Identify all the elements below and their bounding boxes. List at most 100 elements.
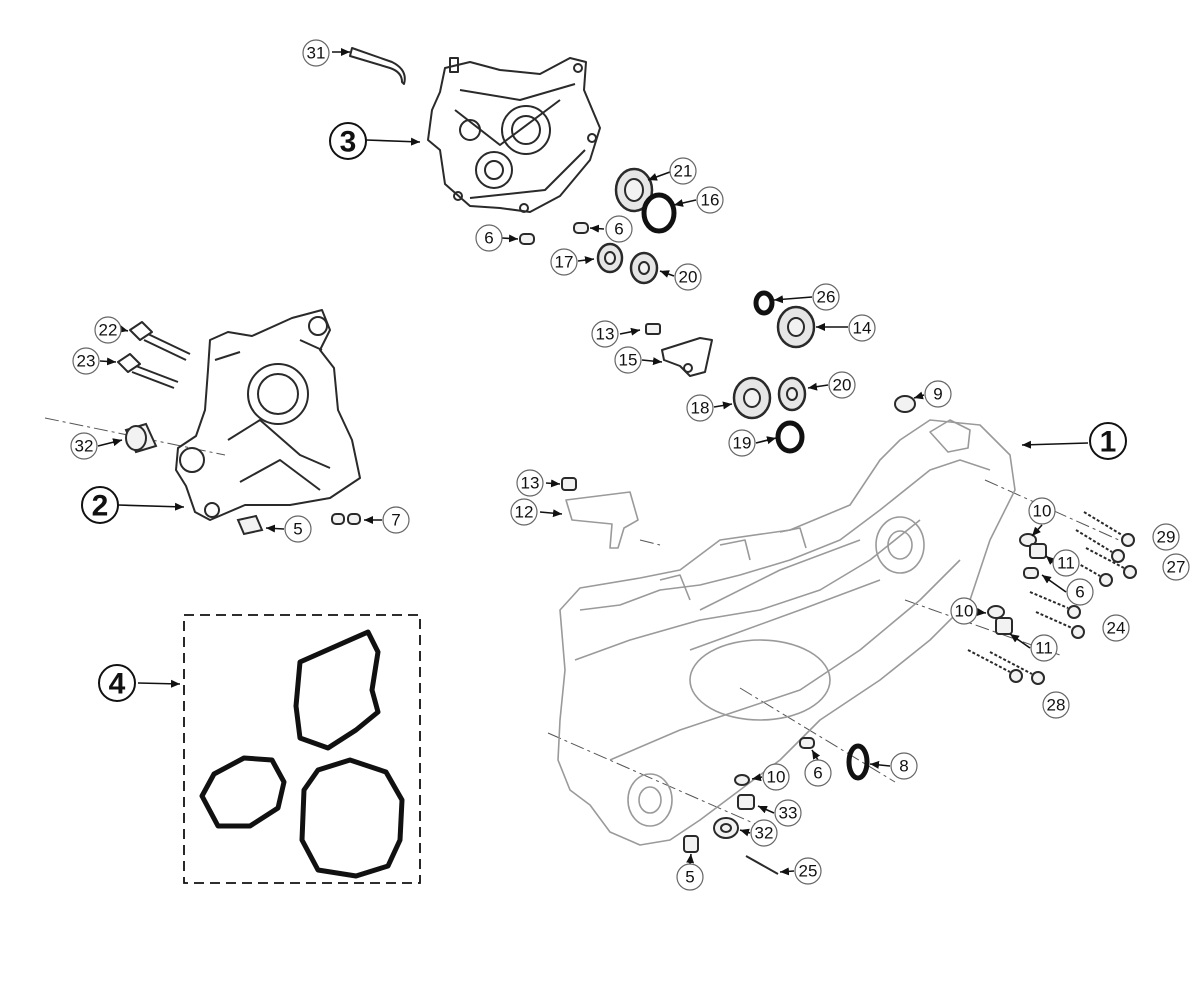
svg-text:6: 6 [1075,583,1084,602]
svg-text:10: 10 [1033,502,1052,521]
callout-25: 25 [794,857,822,885]
dowel-pin-6a-part [519,233,535,245]
long-bolts-29-27-part [1071,511,1137,587]
callout-21: 21 [669,157,697,185]
svg-text:24: 24 [1107,619,1126,638]
svg-text:2: 2 [92,490,109,523]
callout-10-c: 10 [762,763,790,791]
bolts-28-part [967,649,1045,685]
callout-16: 16 [696,186,724,214]
circlip-26-part [753,290,775,316]
callout-5-b: 5 [676,863,704,891]
svg-text:16: 16 [701,191,720,210]
svg-text:10: 10 [767,768,786,787]
svg-text:5: 5 [293,520,302,539]
svg-text:18: 18 [691,399,710,418]
svg-text:6: 6 [813,764,822,783]
svg-text:17: 17 [555,253,574,272]
plug-11b-part [995,617,1013,635]
plug-33-part [737,794,755,810]
callout-6-a: 6 [475,224,503,252]
callout-13-b: 13 [516,469,544,497]
callout-10-a: 10 [1028,497,1056,525]
callout-6-c: 6 [1066,578,1094,606]
callout-23: 23 [72,347,100,375]
washer-10a-part [1019,533,1037,547]
svg-text:27: 27 [1167,558,1186,577]
callout-20-a: 20 [674,263,702,291]
svg-text:13: 13 [521,474,540,493]
callout-10-b: 10 [950,597,978,625]
svg-text:22: 22 [99,321,118,340]
leader-lines [97,48,1089,876]
main-label-3: 3 [329,122,367,160]
dowel-pin-5a-part [236,514,264,536]
bearing-18-part [732,376,772,420]
callouts: 31 21 16 6 6 17 20 26 14 13 15 18 20 9 1… [70,39,1190,891]
svg-text:8: 8 [899,757,908,776]
main-labels: 1 2 3 4 [81,122,1127,702]
callout-32-a: 32 [70,432,98,460]
svg-text:11: 11 [1057,554,1075,573]
callout-7: 7 [382,506,410,534]
svg-text:7: 7 [391,511,400,530]
callout-27: 27 [1162,553,1190,581]
svg-text:28: 28 [1047,696,1066,715]
washer-10b-part [987,605,1005,619]
callout-19: 19 [728,429,756,457]
svg-text:14: 14 [853,319,872,338]
svg-text:5: 5 [685,868,694,887]
oil-seal-8-part [846,743,870,781]
svg-text:26: 26 [817,288,836,307]
oil-seal-19-part [775,420,805,454]
dowel-pin-6c-part [1023,567,1039,579]
callout-6-d: 6 [804,759,832,787]
bolt-22-part [129,321,191,361]
svg-text:10: 10 [955,602,974,621]
svg-text:31: 31 [307,44,326,63]
svg-text:12: 12 [515,503,534,522]
dowel-pins-7-part [331,513,361,525]
bushing-32b-part [713,817,739,839]
callout-20-b: 20 [828,371,856,399]
callout-33: 33 [774,799,802,827]
callout-26: 26 [812,283,840,311]
svg-text:11: 11 [1035,639,1053,658]
callout-8: 8 [890,752,918,780]
callout-32-b: 32 [750,819,778,847]
washer-10c-part [734,774,750,786]
callout-18: 18 [686,394,714,422]
dowel-pin-6b-part [573,222,589,234]
bearing-20b-part [777,376,807,412]
gasket-set-box [183,614,421,884]
svg-text:19: 19 [733,434,752,453]
callout-11-b: 11 [1030,634,1058,662]
transmission-cover-part [427,57,601,213]
svg-text:32: 32 [755,824,774,843]
bearing-17-part [596,242,624,274]
svg-text:32: 32 [75,437,94,456]
bolt-13a-part [645,323,661,335]
bearing-14-part [776,305,816,349]
svg-text:20: 20 [679,268,698,287]
bolts-24-part [1029,591,1085,639]
main-label-1: 1 [1089,422,1127,460]
callout-12: 12 [510,498,538,526]
callout-9: 9 [924,380,952,408]
svg-text:4: 4 [109,668,126,701]
callout-14: 14 [848,314,876,342]
svg-text:23: 23 [77,352,96,371]
svg-text:13: 13 [596,325,615,344]
svg-text:3: 3 [340,126,357,159]
svg-text:21: 21 [674,162,693,181]
main-crankcase-part [557,419,1016,846]
svg-text:9: 9 [933,385,942,404]
bushing-9-part [894,395,916,413]
callout-28: 28 [1042,691,1070,719]
dowel-pin-6d-part [799,737,815,749]
bearing-21-part [614,167,654,213]
callout-13-a: 13 [591,320,619,348]
bracket-12-part [565,491,639,549]
svg-text:33: 33 [779,804,798,823]
callout-6-b: 6 [605,215,633,243]
